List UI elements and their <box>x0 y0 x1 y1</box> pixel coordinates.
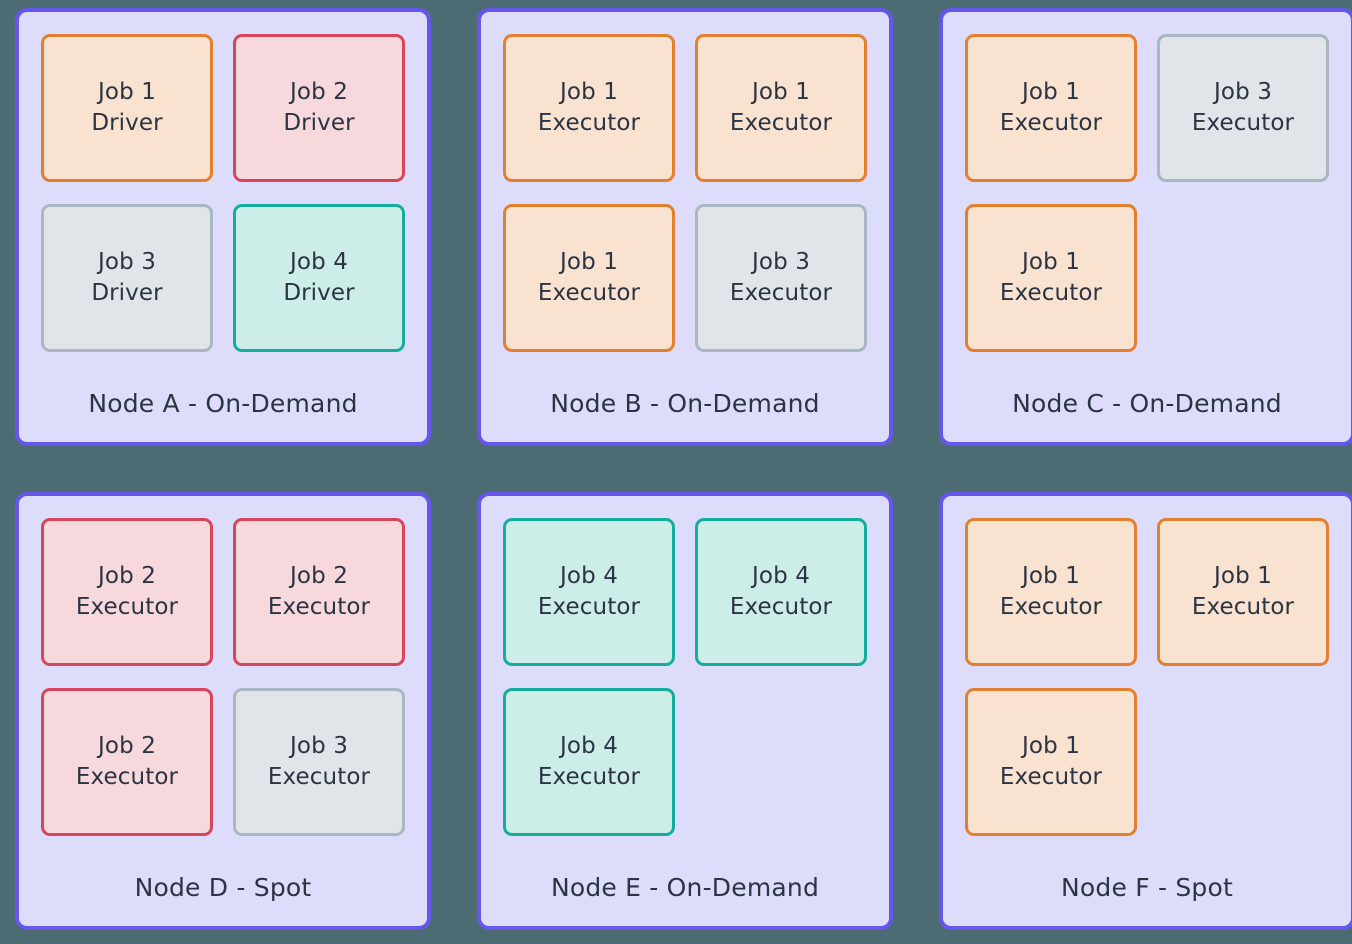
task-role-label: Executor <box>1191 110 1295 136</box>
task-card[interactable]: Job 3 Executor <box>233 688 405 836</box>
empty-slot <box>695 688 867 836</box>
node-caption: Node C - On-Demand <box>1012 389 1282 418</box>
task-role-label: Executor <box>267 594 371 620</box>
task-role-label: Executor <box>999 280 1103 306</box>
task-job-label: Job 1 <box>1022 79 1080 106</box>
node-caption: Node F - Spot <box>1061 873 1233 902</box>
task-job-label: Job 1 <box>560 79 618 106</box>
empty-slot <box>1157 688 1329 836</box>
task-role-label: Executor <box>729 594 833 620</box>
task-role-label: Executor <box>999 764 1103 790</box>
task-role-label: Executor <box>537 280 641 306</box>
task-role-label: Executor <box>999 110 1103 136</box>
task-card[interactable]: Job 1 Executor <box>965 518 1137 666</box>
task-card[interactable]: Job 1 Executor <box>965 204 1137 352</box>
task-role-label: Executor <box>267 764 371 790</box>
task-card[interactable]: Job 1 Executor <box>695 34 867 182</box>
task-job-label: Job 4 <box>752 563 810 590</box>
task-job-label: Job 2 <box>98 733 156 760</box>
task-card[interactable]: Job 3 Executor <box>695 204 867 352</box>
task-job-label: Job 4 <box>560 733 618 760</box>
task-role-label: Executor <box>729 280 833 306</box>
task-role-label: Executor <box>999 594 1103 620</box>
task-role-label: Executor <box>537 594 641 620</box>
task-role-label: Executor <box>537 764 641 790</box>
task-role-label: Executor <box>75 764 179 790</box>
task-role-label: Driver <box>91 110 163 136</box>
node-caption: Node D - Spot <box>134 873 312 902</box>
task-job-label: Job 3 <box>1214 79 1272 106</box>
task-role-label: Driver <box>91 280 163 306</box>
task-job-label: Job 2 <box>98 563 156 590</box>
task-card[interactable]: Job 4 Driver <box>233 204 405 352</box>
task-card[interactable]: Job 1 Executor <box>503 34 675 182</box>
task-card[interactable]: Job 1 Executor <box>965 688 1137 836</box>
task-card[interactable]: Job 4 Executor <box>503 518 675 666</box>
task-card[interactable]: Job 2 Executor <box>41 518 213 666</box>
task-card[interactable]: Job 2 Executor <box>41 688 213 836</box>
task-job-label: Job 1 <box>560 249 618 276</box>
task-job-label: Job 1 <box>98 79 156 106</box>
empty-slot <box>1157 204 1329 352</box>
node-caption: Node A - On-Demand <box>88 389 358 418</box>
task-role-label: Executor <box>537 110 641 136</box>
task-card[interactable]: Job 3 Driver <box>41 204 213 352</box>
task-job-label: Job 1 <box>752 79 810 106</box>
task-job-label: Job 1 <box>1022 249 1080 276</box>
task-job-label: Job 3 <box>752 249 810 276</box>
node-caption: Node B - On-Demand <box>550 389 820 418</box>
task-job-label: Job 1 <box>1022 563 1080 590</box>
task-card[interactable]: Job 4 Executor <box>503 688 675 836</box>
task-card[interactable]: Job 4 Executor <box>695 518 867 666</box>
task-card[interactable]: Job 2 Driver <box>233 34 405 182</box>
task-card[interactable]: Job 1 Driver <box>41 34 213 182</box>
task-role-label: Executor <box>1191 594 1295 620</box>
node-caption: Node E - On-Demand <box>550 873 820 902</box>
task-role-label: Driver <box>283 110 355 136</box>
task-job-label: Job 2 <box>290 563 348 590</box>
task-card[interactable]: Job 3 Executor <box>1157 34 1329 182</box>
task-job-label: Job 3 <box>98 249 156 276</box>
task-job-label: Job 4 <box>290 249 348 276</box>
task-role-label: Executor <box>75 594 179 620</box>
task-card[interactable]: Job 2 Executor <box>233 518 405 666</box>
task-job-label: Job 1 <box>1214 563 1272 590</box>
task-job-label: Job 1 <box>1022 733 1080 760</box>
task-job-label: Job 2 <box>290 79 348 106</box>
task-card[interactable]: Job 1 Executor <box>965 34 1137 182</box>
task-card[interactable]: Job 1 Executor <box>1157 518 1329 666</box>
task-job-label: Job 4 <box>560 563 618 590</box>
task-card[interactable]: Job 1 Executor <box>503 204 675 352</box>
task-role-label: Driver <box>283 280 355 306</box>
task-role-label: Executor <box>729 110 833 136</box>
task-job-label: Job 3 <box>290 733 348 760</box>
